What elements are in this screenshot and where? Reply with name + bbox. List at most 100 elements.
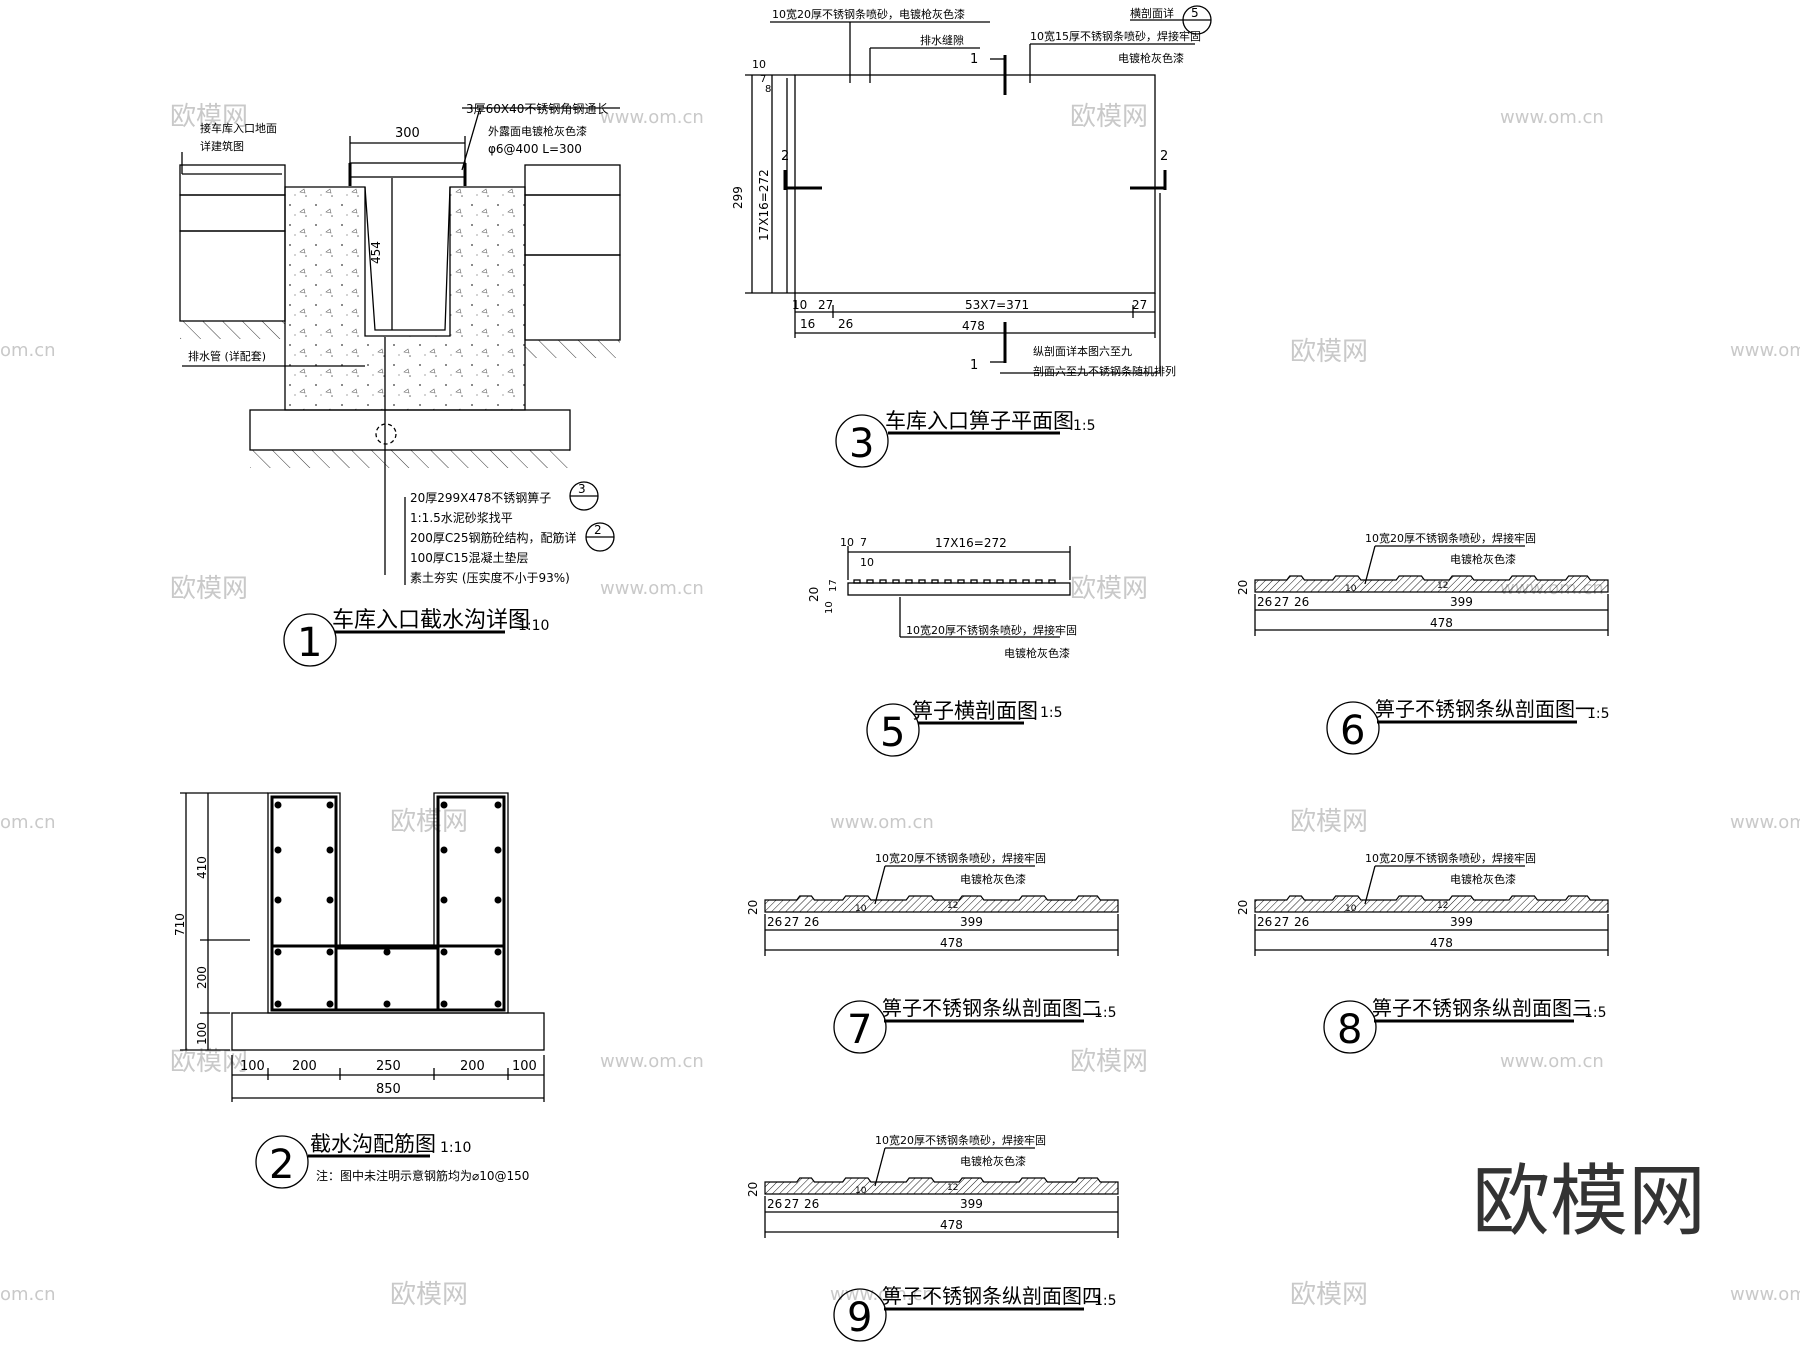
profile-9-note-2: 电镀枪灰色漆 [960,1154,1026,1168]
dim-8-v: 8 [765,84,771,95]
note-paint-gray: 电镀枪灰色漆 [1118,51,1184,65]
profile-7-number: 7 [847,1007,872,1053]
profile-9-dim-399: 399 [960,1197,983,1211]
profile-7-dim-26a: 26 [767,915,782,929]
layer-note-1: 20厚299X478不锈钢箅子 [410,490,551,505]
detail-1-gutter-section: 300 454 3厚60X40不锈钢角钢通长 外露面电镀枪灰色漆 φ6@400 … [179,102,621,667]
profile-7-dim-399: 399 [960,915,983,929]
profile-9-note-1: 10宽20厚不锈钢条喷砂，焊接牢固 [875,1133,1046,1147]
note-anchor: φ6@400 L=300 [488,142,582,156]
section-mark-1-top: 1 [970,52,978,67]
detail-number-5: 5 [880,710,905,756]
dim-10-second: 10 [860,556,874,569]
dim-410: 410 [195,856,209,879]
watermark-url: om.cn [0,812,56,833]
profile-8-note-2: 电镀枪灰色漆 [1450,872,1516,886]
profile-7-tag-b: 12 [947,901,958,911]
profile-9-dim-26b: 26 [804,1197,819,1211]
profile-9-dim-478: 478 [940,1218,963,1232]
watermark-url: www.om.cn [1500,107,1604,128]
detail-5-scale: 1:5 [1040,705,1063,721]
dim-850: 850 [376,1082,401,1097]
profile-9-tag-a: 10 [855,1186,867,1196]
profile-6-leader [1364,545,1376,585]
watermark-url: om.cn [0,340,56,361]
note-paint-5: 电镀枪灰色漆 [1004,646,1070,660]
dim-17x16: 17X16=272 [757,169,771,241]
profile-8-dim-26a: 26 [1257,915,1272,929]
dim-10-h: 10 [792,298,807,312]
profile-6-dim-20: 20 [1236,580,1250,595]
detail-number-1: 1 [297,620,322,666]
dim-300: 300 [395,126,420,141]
note-steel-weld: 10宽20厚不锈钢条喷砂，焊接牢固 [906,623,1077,637]
profile-9-title: 箅子不锈钢条纵剖面图四 [882,1284,1102,1308]
watermark-logo: 欧模网 [170,102,248,132]
dim-7-top: 7 [860,536,867,549]
profile-9-dim-26a: 26 [767,1197,782,1211]
dim-299: 299 [731,186,745,209]
profile-8-title: 箅子不锈钢条纵剖面图三 [1372,996,1592,1020]
layer-note-3: 200厚C25钢筋砼结构，配筋详 [410,530,577,545]
watermark-url: www.om.cn [600,1051,704,1072]
profile-9-bar [764,1177,1119,1195]
profile-9-leader [874,1147,886,1187]
detail-2-scale: 1:10 [440,1140,471,1156]
note-drain-gap: 排水缝隙 [920,33,964,47]
profile-9-tag-b: 12 [947,1183,958,1193]
note-architecture: 详建筑图 [200,139,244,153]
detail-1-scale: 1:10 [518,618,549,634]
detail-5-grate-cross-section: 10 7 17X16=272 10 20 17 10 10宽20厚不锈钢条喷砂，… [807,536,1077,757]
dim-27-a: 27 [818,298,833,312]
watermark-logo: 欧模网 [1070,102,1148,132]
ref-circle-5: 5 [1191,6,1199,20]
profile-6-note-2: 电镀枪灰色漆 [1450,552,1516,566]
profile-7-tag-a: 10 [855,904,867,914]
profile-6-dim-26b: 26 [1294,595,1309,609]
dim-17x16-top: 17X16=272 [935,536,1007,550]
profile-7-dim-26b: 26 [804,915,819,929]
profile-7-note-2: 电镀枪灰色漆 [960,872,1026,886]
profile-6-title: 箅子不锈钢条纵剖面图一 [1375,697,1595,721]
profile-6-tag-b: 12 [1437,581,1448,591]
profile-7-dim-478: 478 [940,936,963,950]
watermark-logo: 欧模网 [390,807,468,837]
detail-number-2: 2 [269,1142,294,1188]
watermark-logo: 欧模网 [1070,574,1148,604]
profile-6-dim-26a: 26 [1257,595,1272,609]
watermark-logo: 欧模网 [1290,337,1368,367]
watermark-url: www.om.cn [1730,340,1800,361]
watermark-url: www.om.cn [600,107,704,128]
note-drain-pipe: 排水管 (详配套) [188,349,266,363]
layer-note-2: 1:1.5水泥砂浆找平 [410,510,513,525]
ref-circle-2: 2 [594,523,602,537]
watermark-url: www.om.cn [830,812,934,833]
layer-note-5: 素土夯实 (压实度不小于93%) [410,570,570,585]
profile-8-number: 8 [1337,1007,1362,1053]
watermark-logo: 欧模网 [390,1280,468,1310]
detail-5-title: 箅子横剖面图 [912,699,1038,723]
brand-logo-text: 欧模网 [1472,1157,1706,1247]
dim-454: 454 [369,241,383,264]
dim-200-v: 200 [195,966,209,989]
profile-6-dim-27: 27 [1274,595,1289,609]
dim-10-left: 10 [824,601,835,614]
profile-7-title: 箅子不锈钢条纵剖面图二 [882,996,1102,1020]
dim-10-top: 10 [840,536,854,549]
dim-478: 478 [962,319,985,333]
dim-17-left: 17 [828,579,839,592]
detail-1-title: 车库入口截水沟详图 [332,608,530,633]
profile-8-leader [1364,865,1376,905]
profile-7-number-circle [833,1000,887,1054]
dim-16-h: 16 [800,317,815,331]
note-steel-bar-20: 10宽20厚不锈钢条喷砂，电镀枪灰色漆 [772,7,965,21]
profile-6-dim-399: 399 [1450,595,1473,609]
profile-8-note-1: 10宽20厚不锈钢条喷砂，焊接牢固 [1365,851,1536,865]
detail-2-rebar-section: 410 200 100 710 100 200 250 200 100 850 … [173,792,545,1189]
dim-200-a: 200 [292,1059,317,1074]
watermark-logo: 欧模网 [170,1047,248,1077]
watermark-url: www.om.cn [1730,1284,1800,1305]
detail-2-title: 截水沟配筋图 [310,1132,436,1156]
watermark-url: om.cn [0,1284,56,1305]
